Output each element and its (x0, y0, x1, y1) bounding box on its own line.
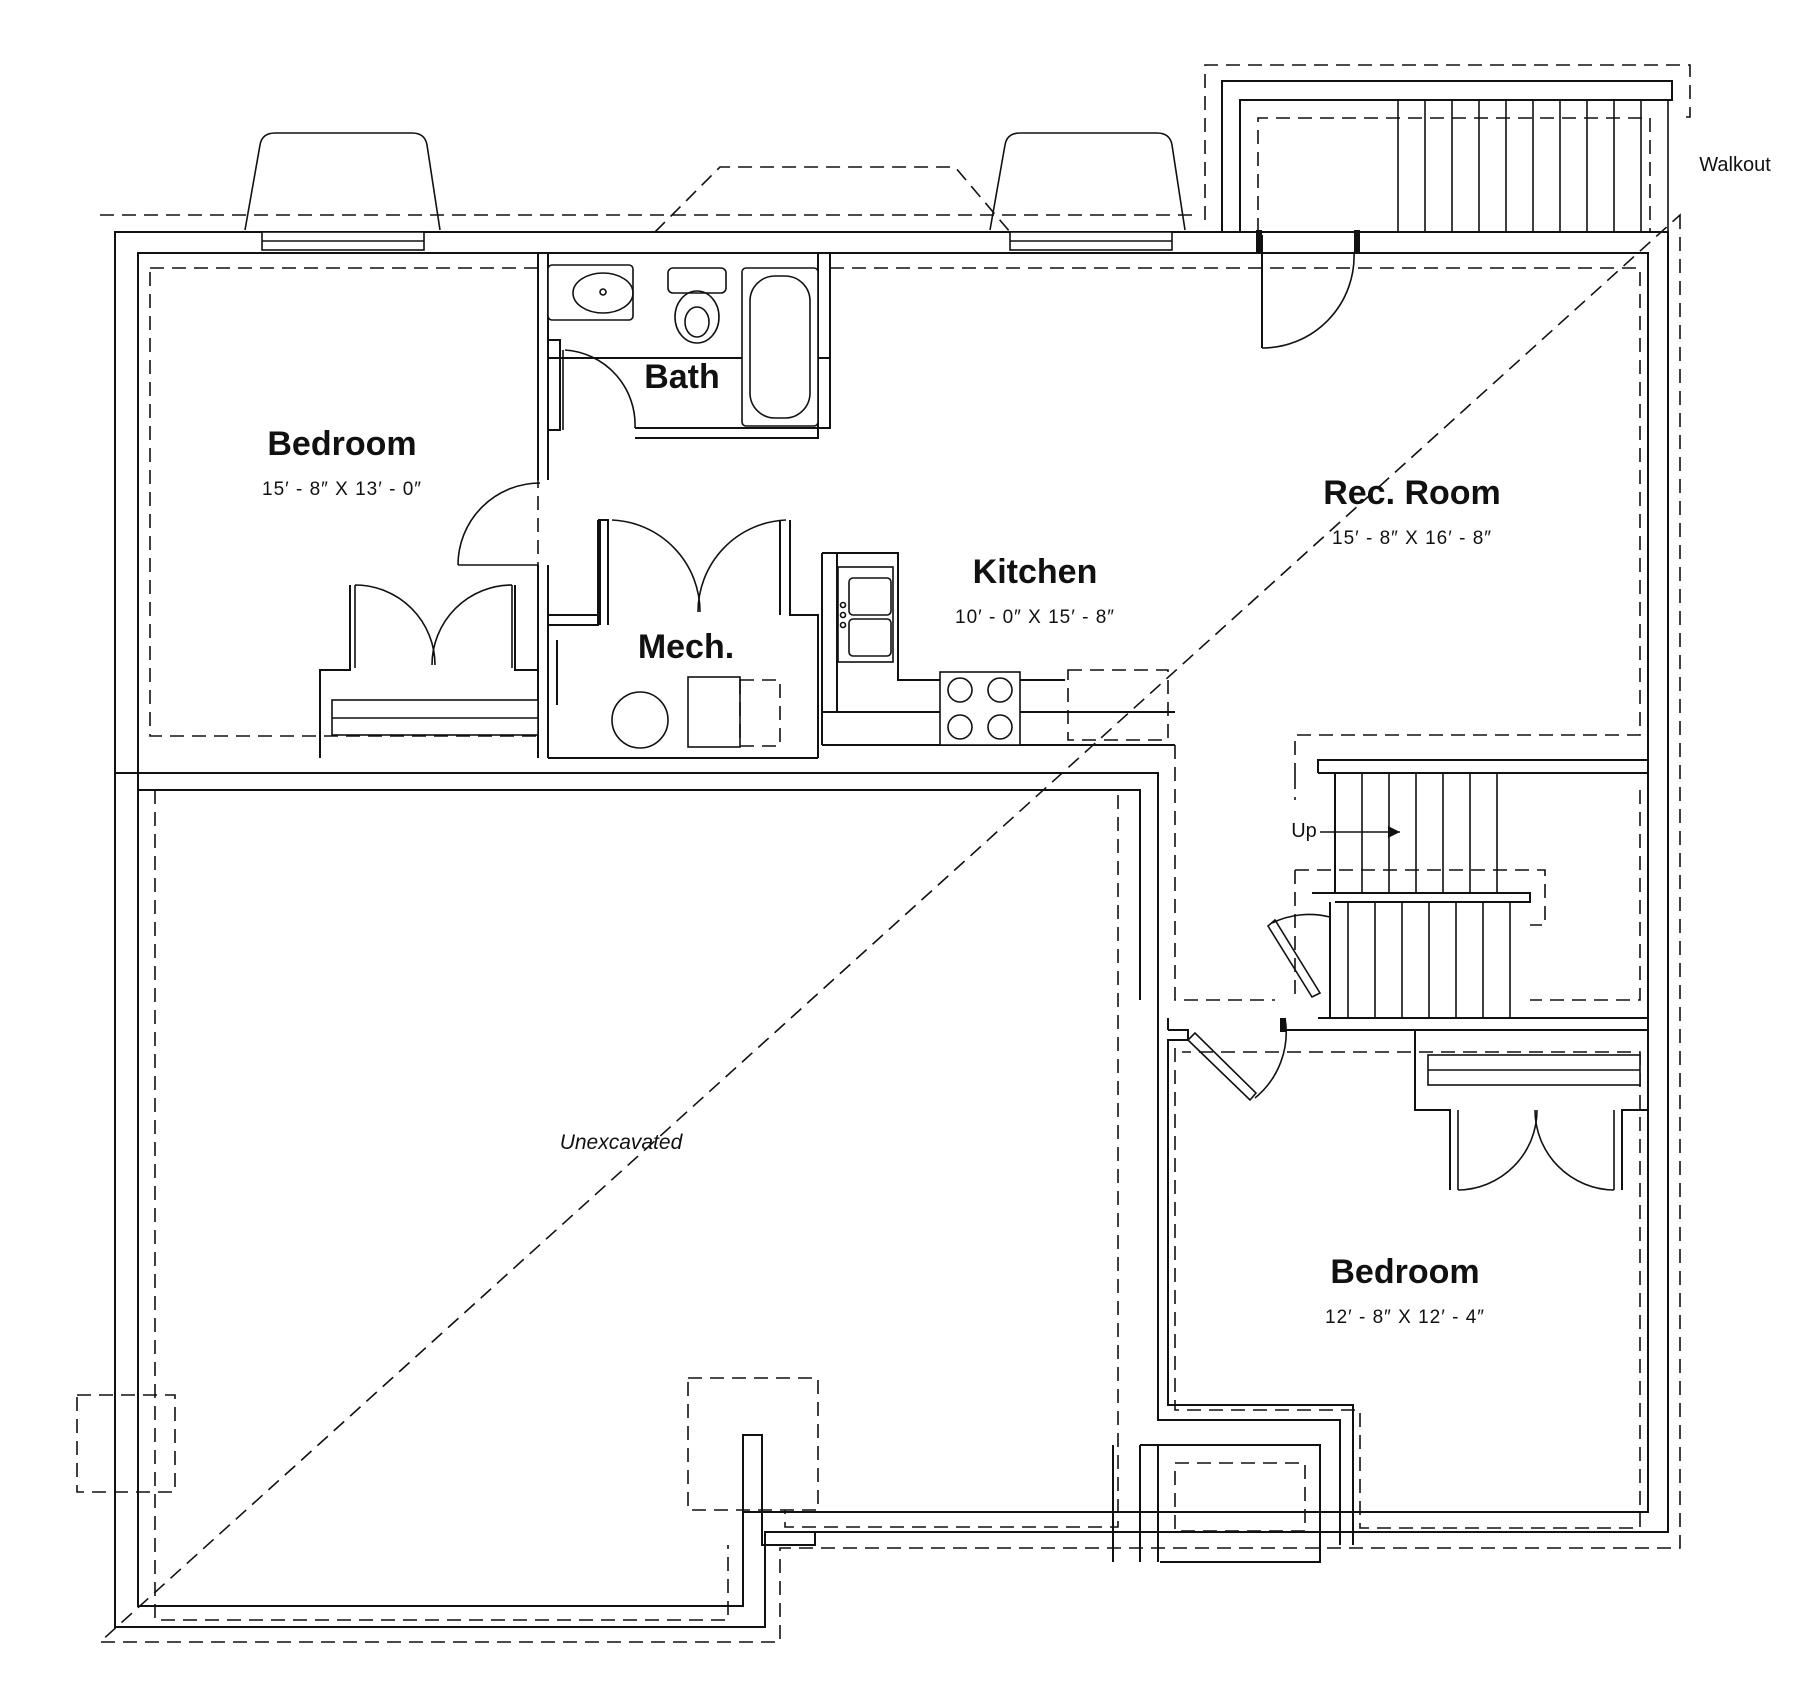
window-well-left (244, 132, 441, 251)
bedroom2-dashed (1174, 1048, 1641, 1529)
walkout-door[interactable] (1256, 230, 1360, 349)
walkout-deck (1204, 64, 1691, 232)
mech-walls (547, 519, 819, 758)
kitchen-sink-icon (837, 566, 894, 663)
kitchen-dims: 10′ - 0″ X 15′ - 8″ (955, 607, 1115, 628)
stairs-up-label: Up (1291, 820, 1317, 842)
mech-name: Mech. (637, 628, 735, 666)
porch-step (1112, 1444, 1321, 1563)
bath-name: Bath (644, 358, 720, 396)
mech-doors[interactable] (611, 519, 787, 613)
rec-corridor-dashed (1174, 745, 1275, 1001)
rec-room-dims: 15′ - 8″ X 16′ - 8″ (1332, 528, 1492, 549)
bedroom1-door[interactable] (457, 482, 541, 566)
bay-dashed-footing (654, 166, 1011, 233)
unexcavated-label: Unexcavated (559, 1131, 683, 1154)
footing-outline (97, 213, 1681, 1643)
kitchen-name: Kitchen (972, 553, 1098, 591)
porch-dashed (1174, 1462, 1306, 1532)
unexcavated-dashed (154, 789, 1119, 1621)
bedroom1-dims: 15′ - 8″ X 13′ - 0″ (262, 479, 422, 500)
left-corner-cover (80, 1398, 100, 1489)
unexcavated-notch (742, 1434, 816, 1627)
bedroom2-walls (1157, 1018, 1354, 1545)
stairs (1284, 759, 1648, 1031)
sink-icon (547, 264, 634, 321)
bath-door[interactable] (562, 349, 636, 430)
window-well-right (989, 132, 1186, 251)
stair-door[interactable] (1266, 913, 1331, 999)
water-heater-icon (611, 691, 669, 749)
bath-walls (547, 253, 831, 439)
rec-room-name: Rec. Room (1323, 474, 1501, 512)
toilet-icon (667, 267, 727, 344)
stove-icon (939, 671, 1021, 746)
bedroom2-closet (1414, 1030, 1648, 1191)
bedroom1-wall-right (537, 253, 549, 758)
furnace-icon (687, 676, 781, 748)
bedroom1-name: Bedroom (267, 425, 417, 463)
pier-pad (687, 1377, 819, 1511)
bedroom2-dims: 12′ - 8″ X 12′ - 4″ (1325, 1307, 1485, 1328)
bathtub-icon (741, 267, 819, 427)
rec-room-dashed (830, 267, 1641, 775)
bedroom1-closet (319, 584, 539, 758)
bedroom1-dashed (149, 267, 539, 737)
bedroom2-name: Bedroom (1330, 1253, 1480, 1291)
mid-wall (115, 772, 1159, 1420)
fridge-space (1067, 669, 1169, 741)
left-pier-pad (76, 1394, 176, 1493)
bedroom2-door[interactable] (1186, 1017, 1287, 1102)
walkout-label: Walkout (1699, 154, 1771, 176)
